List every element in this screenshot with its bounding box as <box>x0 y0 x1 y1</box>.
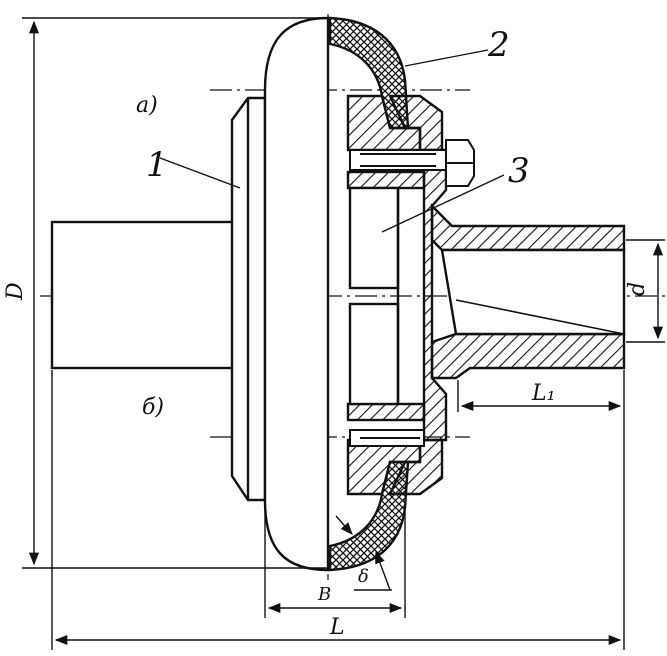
tyre-outer-view <box>263 16 330 572</box>
dimension-L-label: L <box>329 615 345 640</box>
dimension-B-label: B <box>317 584 331 605</box>
dimension-L1-label: L₁ <box>531 381 555 406</box>
inner-blocks <box>348 186 400 406</box>
dimension-delta-label: δ <box>358 566 369 587</box>
left-half-coupling <box>50 96 267 502</box>
dimension-d-label: d <box>625 282 650 296</box>
dimension-D-label: D <box>3 282 28 301</box>
bolts <box>349 139 475 447</box>
view-b-label: б) <box>142 395 164 420</box>
part-3-label: 3 <box>508 151 530 191</box>
right-half-coupling-section <box>346 94 626 496</box>
part-2-label: 2 <box>487 25 510 65</box>
view-a-label: а) <box>136 93 158 118</box>
dimension-lines <box>22 17 665 650</box>
part-1-label: 1 <box>146 145 168 185</box>
